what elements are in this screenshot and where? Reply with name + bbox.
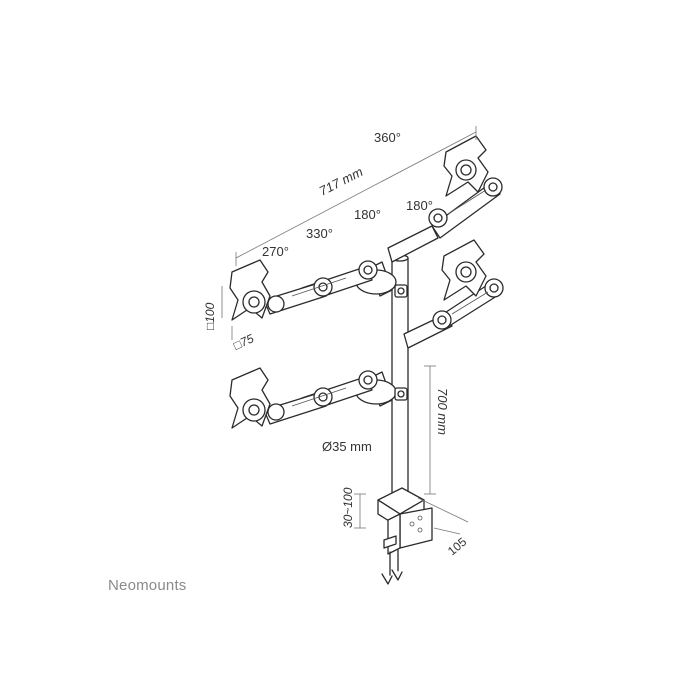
vesa-plate-upper-right: [443, 135, 489, 197]
swivel-label-180-right: 180°: [406, 198, 433, 213]
rotation-label-360: 360°: [374, 130, 401, 145]
swivel-label-180-left: 180°: [354, 207, 381, 222]
desk-clamp: [377, 487, 433, 585]
vesa-plate-upper-left: [229, 259, 285, 321]
clamp-knob-upper: [394, 284, 408, 298]
arm-lower-left: [263, 370, 397, 425]
pole-height-label: 700 mm: [435, 388, 450, 435]
arm-upper-right: [387, 177, 503, 263]
reach-label: 717 mm: [317, 164, 366, 199]
arm-upper-left: [263, 260, 397, 315]
swivel-label-270: 270°: [262, 244, 289, 259]
clamp-depth-label: 105: [445, 534, 470, 558]
vesa-plate-middle-right: [441, 239, 487, 301]
swivel-label-330: 330°: [306, 226, 333, 241]
clamp-knob-lower: [394, 387, 408, 401]
brand-wordmark: Neomounts: [108, 577, 187, 594]
vesa-label-75: □75: [231, 331, 256, 353]
dimension-lines: [221, 126, 477, 535]
pole-diameter-label: Ø35 mm: [322, 439, 372, 454]
arm-middle-right: [403, 278, 504, 349]
clamp-range-label: 30~100: [341, 487, 355, 528]
vesa-plate-lower-left: [229, 367, 285, 429]
vesa-label-100: □100: [203, 302, 217, 330]
